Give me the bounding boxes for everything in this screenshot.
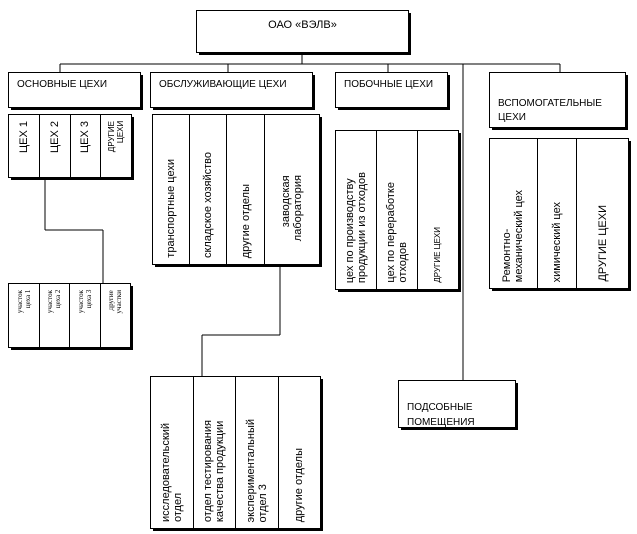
main-shop-other: ДРУГИЕ ЦЕХИ [101,115,131,177]
company-box: ОАО «ВЭЛВ» [196,10,411,55]
main-sections-columns: участок цеха 1 участок цеха 2 участок це… [8,283,133,350]
service-shops-header: ОБСЛУЖИВАЮЩИЕ ЦЕХИ [150,72,315,110]
auxiliary-repair: Ремонтно- механический цех [490,139,538,288]
auxiliary-other: ДРУГИЕ ЦЕХИ [577,139,628,288]
side-other-label: ДРУГИЕ ЦЕХИ [433,227,442,283]
side-shops-header: ПОБОЧНЫЕ ЦЕХИ [335,72,450,110]
lab-other-label: другие отделы [293,447,306,522]
section-shop-2-label: участок цеха 2 [46,290,63,314]
lab-quality-testing: отдел тестирования качества продукции [194,377,236,528]
main-shop-3-label: ЦЕХ 3 [79,121,92,153]
lab-research: исследовательский отдел [151,377,194,528]
section-shop-2: участок цеха 2 [40,284,70,347]
auxiliary-chemical-label: химический цех [550,201,563,282]
side-waste-production: цех по производству продукции из отходов [336,131,377,289]
auxiliary-shops-header: ВСПОМОГАТЕЛЬНЫЕ ЦЕХИ [489,72,628,130]
company-title: ОАО «ВЭЛВ» [268,19,337,31]
side-waste-production-label: цех по производству продукции из отходов [344,171,368,283]
main-shop-3: ЦЕХ 3 [71,115,102,177]
main-shop-other-label: ДРУГИЕ ЦЕХИ [107,121,126,153]
auxiliary-shops-columns: Ремонтно- механический цех химический це… [489,138,631,291]
service-storage-label: складское хозяйство [202,151,215,258]
lab-quality-testing-label: отдел тестирования качества продукции [202,419,227,522]
side-waste-processing-label: цех по переработке отходов [385,182,409,283]
section-shop-3: участок цеха 3 [70,284,101,347]
service-shops-label: ОБСЛУЖИВАЮЩИЕ ЦЕХИ [159,79,287,90]
main-shops-header: ОСНОВНЫЕ ЦЕХИ [8,72,143,110]
section-shop-1: участок цеха 1 [9,284,40,347]
service-lab-label: заводская лаборатория [279,175,304,242]
section-shop-3-label: участок цеха 3 [76,290,93,314]
lab-experimental: экспериментальный отдел 3 [236,377,279,528]
lab-departments-columns: исследовательский отдел отдел тестирован… [150,376,323,531]
section-shop-1-label: участок цеха 1 [15,290,32,314]
lab-other: другие отделы [279,377,321,528]
side-waste-processing: цех по переработке отходов [377,131,418,289]
main-shop-2-label: ЦЕХ 2 [48,121,61,153]
service-storage: складское хозяйство [190,115,228,264]
subsidiary-premises-box: ПОДСОБНЫЕ ПОМЕЩЕНИЯ [398,380,518,430]
side-shops-columns: цех по производству продукции из отходов… [335,130,461,292]
lab-research-label: исследовательский отдел [159,423,184,522]
main-shops-label: ОСНОВНЫЕ ЦЕХИ [17,79,108,90]
service-shops-columns: транспортные цехи складское хозяйство др… [152,114,322,267]
subsidiary-premises-label: ПОДСОБНЫЕ ПОМЕЩЕНИЯ [407,402,475,428]
lab-experimental-label: экспериментальный отдел 3 [244,418,269,522]
side-other: ДРУГИЕ ЦЕХИ [418,131,458,289]
service-other-depts: другие отделы [227,115,265,264]
service-other-depts-label: другие отделы [239,183,252,258]
service-transport: транспортные цехи [153,115,191,264]
service-lab: заводская лаборатория [265,115,319,264]
section-other: другие участки [101,284,131,347]
auxiliary-repair-label: Ремонтно- механический цех [501,189,526,282]
main-shop-1: ЦЕХ 1 [9,115,40,177]
section-other-label: другие участки [107,290,124,314]
auxiliary-other-label: ДРУГИЕ ЦЕХИ [596,205,609,282]
main-shops-columns: ЦЕХ 1 ЦЕХ 2 ЦЕХ 3 ДРУГИЕ ЦЕХИ [8,114,134,180]
service-transport-label: транспортные цехи [165,159,178,258]
auxiliary-shops-label: ВСПОМОГАТЕЛЬНЫЕ ЦЕХИ [498,98,602,123]
side-shops-label: ПОБОЧНЫЕ ЦЕХИ [344,79,434,90]
main-shop-2: ЦЕХ 2 [40,115,71,177]
main-shop-1-label: ЦЕХ 1 [17,121,30,153]
auxiliary-chemical: химический цех [538,139,577,288]
